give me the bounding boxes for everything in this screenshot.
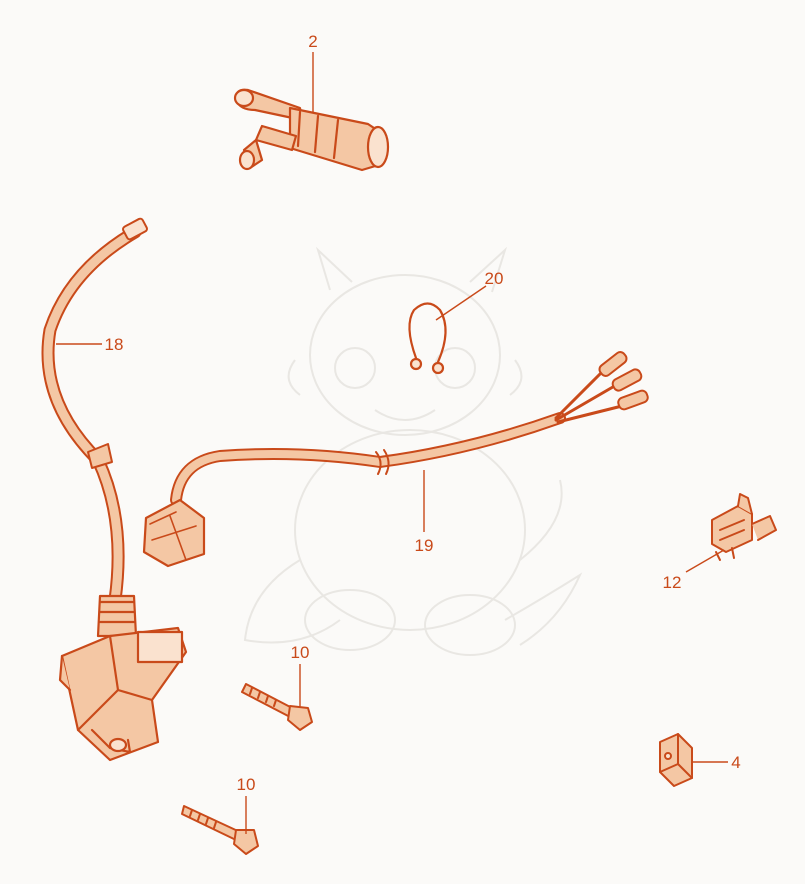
- callout-12: 12: [663, 573, 682, 592]
- dragon-watermark: [243, 246, 583, 656]
- connector-clip-part: [711, 493, 777, 561]
- leader-line-20: [435, 285, 487, 321]
- callout-4: 4: [731, 753, 740, 772]
- clip-part: [408, 302, 447, 375]
- callout-10-lower: 10: [237, 775, 256, 794]
- callout-10-upper: 10: [291, 643, 310, 662]
- bolt-upper-part: [241, 683, 313, 731]
- callout-2: 2: [308, 32, 317, 51]
- callout-19: 19: [415, 536, 434, 555]
- spark-plug-cap-part: [233, 88, 390, 172]
- high-tension-wire-part: [41, 217, 148, 607]
- rubber-mount-part: [659, 733, 693, 787]
- wire-harness-part: [142, 351, 649, 568]
- bolt-lower-part: [181, 805, 259, 855]
- ignition-coil: [58, 594, 188, 762]
- callout-20: 20: [485, 269, 504, 288]
- leader-line-12: [685, 549, 725, 573]
- callout-18: 18: [105, 335, 124, 354]
